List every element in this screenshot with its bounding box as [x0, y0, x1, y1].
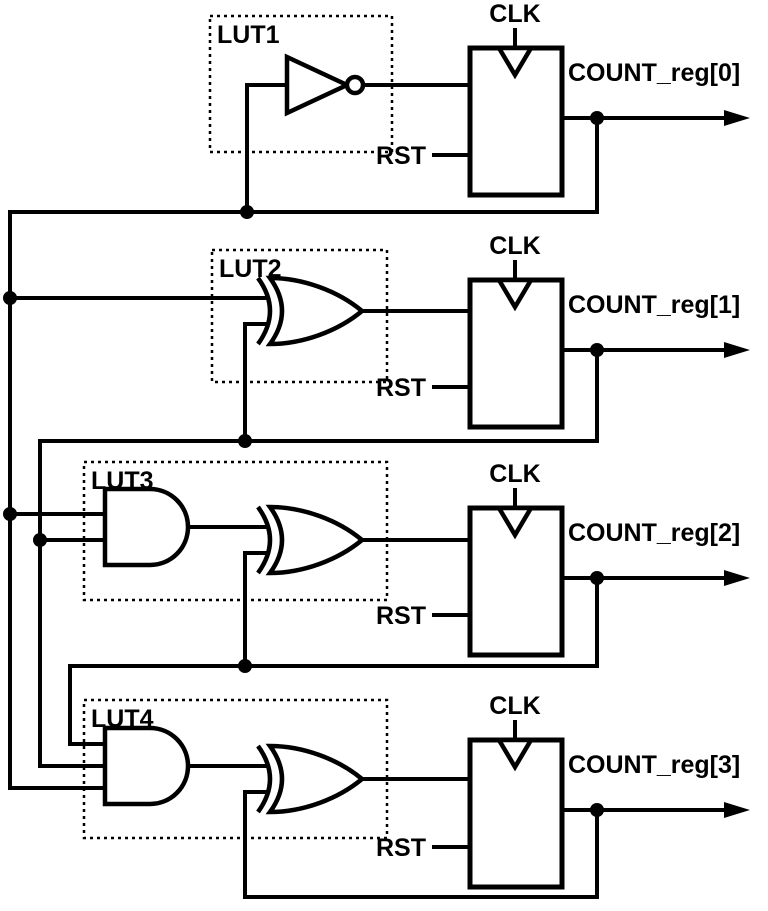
clk-label: CLK	[489, 0, 540, 28]
arrowhead-icon	[724, 342, 750, 358]
feedback-wire-q1	[38, 350, 599, 768]
lut-box-2	[210, 248, 389, 384]
xor-gate-icon	[265, 504, 366, 576]
arrowhead-icon	[724, 802, 750, 818]
not-bubble-icon	[344, 74, 366, 96]
clk-label: CLK	[489, 692, 540, 720]
and-gate-icon	[102, 486, 191, 568]
xor-back-arc-icon	[256, 505, 273, 575]
stage-2: LUT3 CLK RST COUNT_reg[2]	[82, 460, 750, 658]
rst-label: RST	[376, 142, 426, 170]
feedback-wire-q2	[68, 578, 599, 746]
lut1-input-wire-q0	[245, 83, 287, 212]
arrowhead-icon	[724, 570, 750, 586]
junction-dot	[238, 434, 252, 448]
xor-gate-icon	[265, 275, 366, 347]
xor-back-arc-icon	[256, 744, 273, 814]
stage-0: LUT1 CLK RST COUNT_reg[0]	[208, 0, 750, 198]
clk-label: CLK	[489, 460, 540, 488]
junction-dot	[3, 291, 17, 305]
arrowhead-icon	[724, 110, 750, 126]
lut-label: LUT1	[217, 21, 280, 49]
output-label: COUNT_reg[3]	[568, 751, 740, 779]
output-label: COUNT_reg[2]	[568, 519, 740, 547]
feedback-wire-q0	[8, 118, 599, 790]
stage-1: LUT2 CLK RST COUNT_reg[1]	[210, 232, 750, 430]
rst-label: RST	[376, 374, 426, 402]
net-q0	[3, 83, 604, 790]
stage-3: LUT4 CLK RST COUNT_reg[3]	[82, 692, 750, 890]
junction-dot	[240, 205, 254, 219]
lut2-input-wire-q1	[243, 322, 267, 441]
output-label: COUNT_reg[0]	[568, 59, 740, 87]
rst-label: RST	[376, 602, 426, 630]
net-q2	[68, 551, 604, 746]
junction-dot	[238, 659, 252, 673]
and-gate-icon	[102, 725, 191, 807]
lut-box-3	[82, 460, 389, 602]
lut3-input-wire-q2	[243, 551, 267, 666]
xor-gate-icon	[265, 743, 366, 815]
junction-dot	[33, 533, 47, 547]
lut-box-4	[82, 698, 389, 840]
junction-dot	[3, 507, 17, 521]
feedback-wire-q3	[243, 790, 599, 899]
not-gate-icon	[284, 53, 353, 117]
rst-label: RST	[376, 834, 426, 862]
lut-box-1	[208, 14, 394, 154]
xor-back-arc-icon	[256, 276, 273, 346]
clk-label: CLK	[489, 232, 540, 260]
output-label: COUNT_reg[1]	[568, 291, 740, 319]
